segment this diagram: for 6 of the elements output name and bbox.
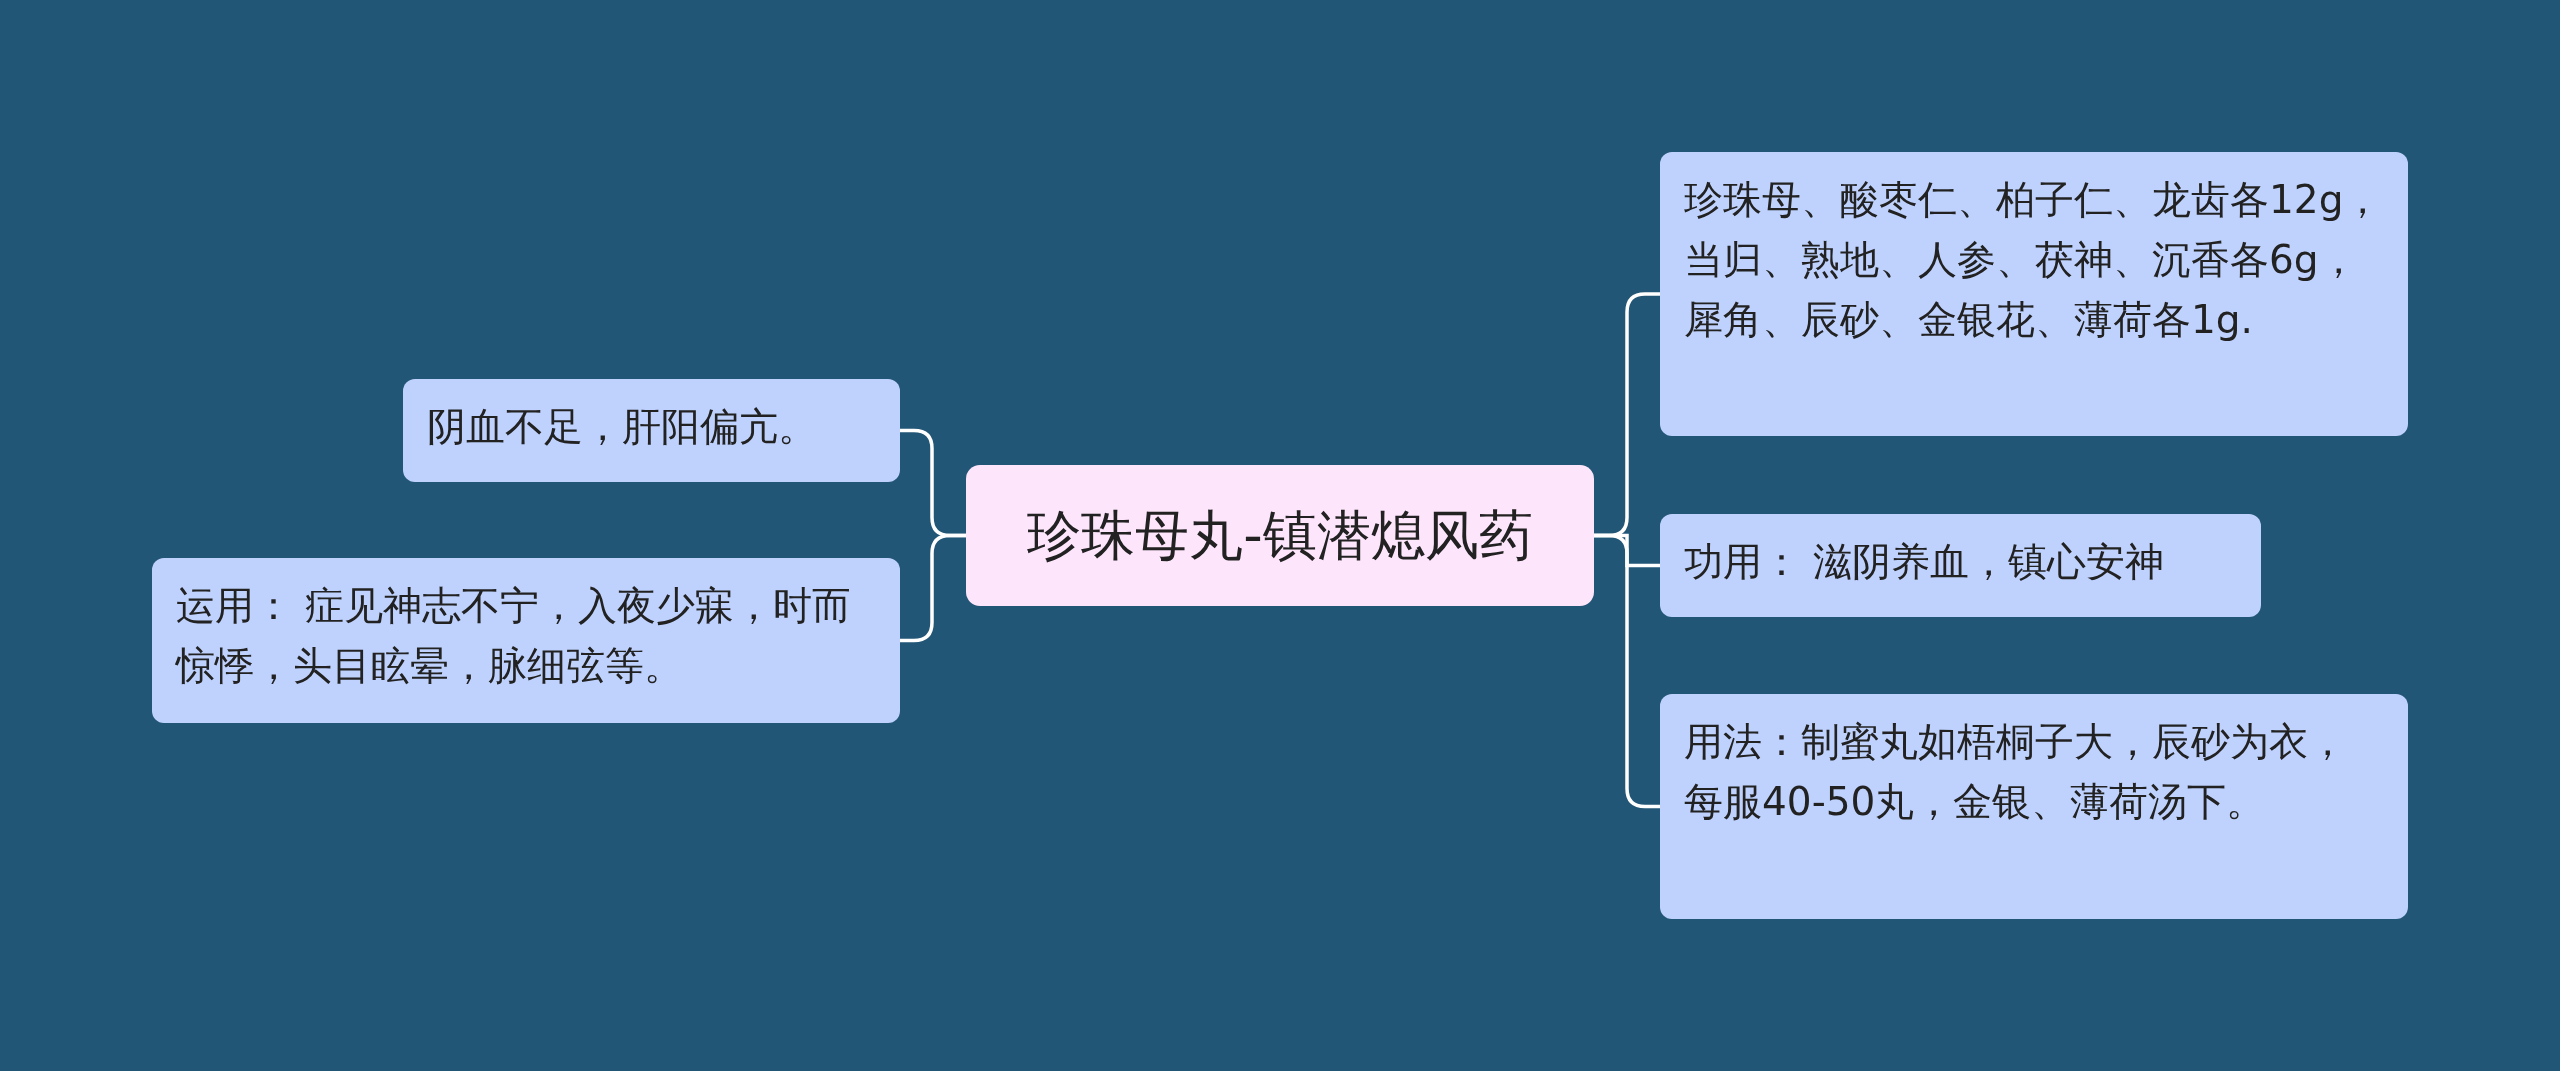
branch-box: 功用： 滋阴养血，镇心安神 bbox=[1660, 514, 2261, 617]
branch-box: 阴血不足，肝阳偏亢。 bbox=[403, 379, 900, 482]
branch-box: 珍珠母、酸枣仁、柏子仁、龙齿各12g，当归、熟地、人参、茯神、沉香各6g，犀角、辰砂、金银花、薄荷各1g. bbox=[1660, 152, 2408, 436]
branch-box: 运用： 症见神志不宁，入夜少寐，时而惊悸，头目眩晕，脉细弦等。 bbox=[152, 558, 900, 723]
branch-box: 用法：制蜜丸如梧桐子大，辰砂为衣，每服40-50丸，金银、薄荷汤下。 bbox=[1660, 694, 2408, 919]
topic-box: 珍珠母丸-镇潜熄风药 bbox=[966, 465, 1594, 606]
